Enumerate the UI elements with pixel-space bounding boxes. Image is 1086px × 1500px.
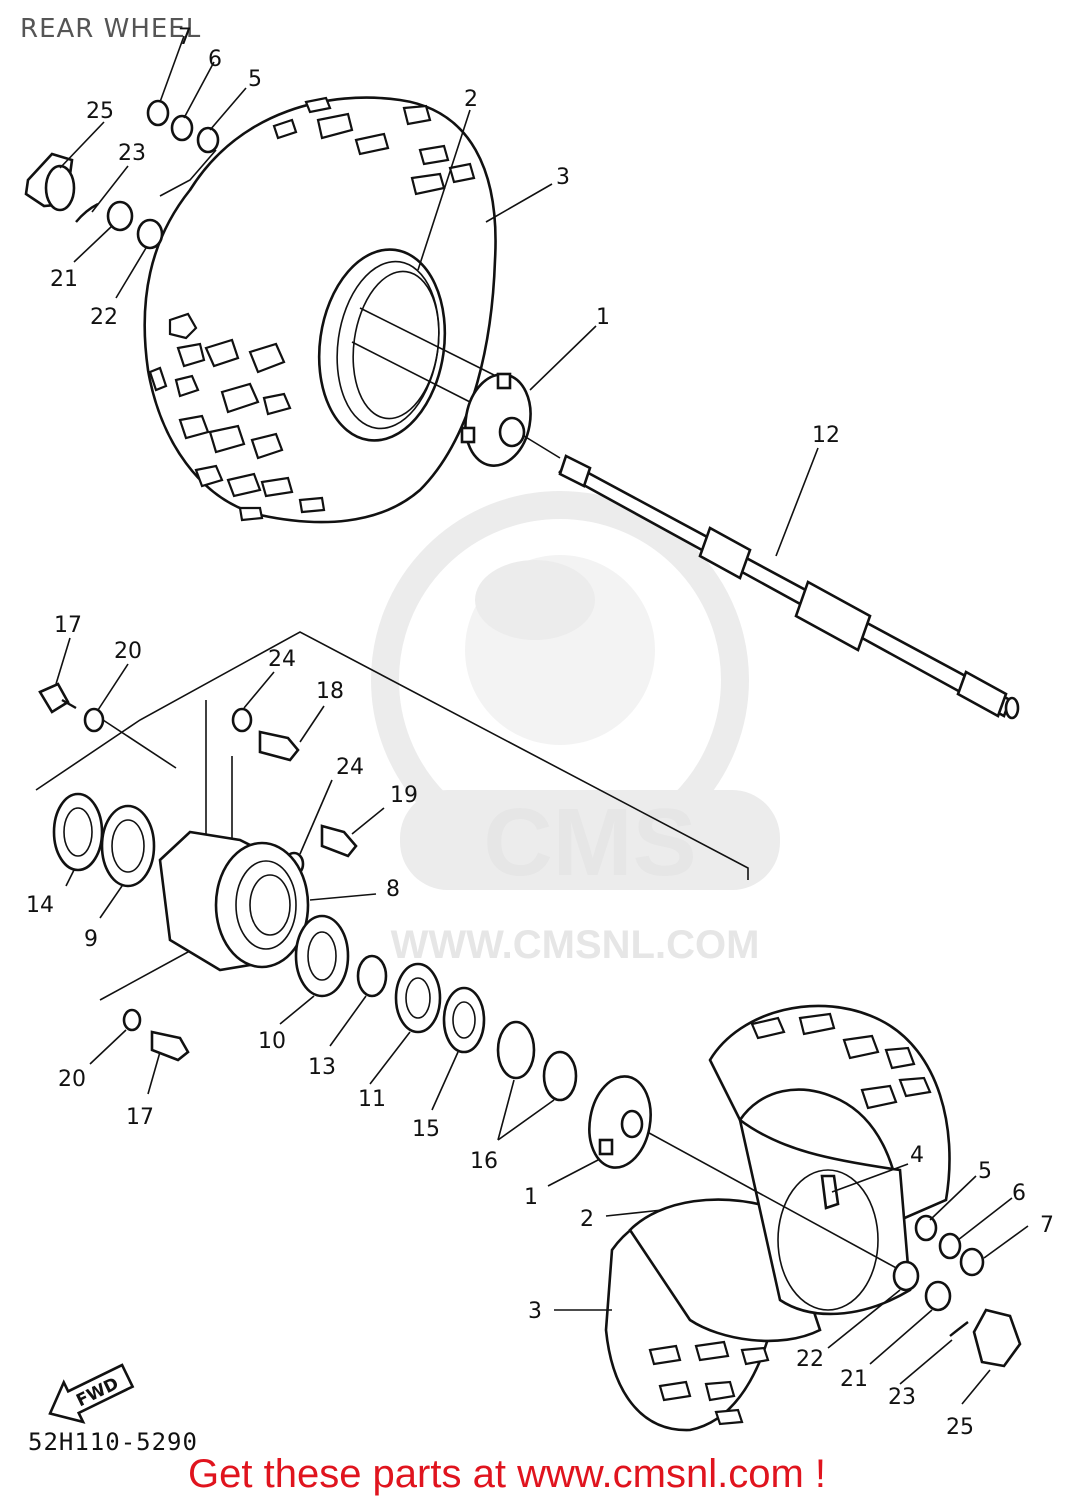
- label-21-upper: 21: [50, 267, 78, 292]
- label-23-lower: 23: [888, 1385, 916, 1410]
- washer-24-a: [231, 707, 253, 733]
- bolt-18: [258, 730, 300, 762]
- watermark-brand: CMS: [483, 789, 696, 896]
- tire-tread-upper: [148, 312, 326, 522]
- label-13: 13: [308, 1055, 336, 1080]
- washer-5-lower: [914, 1214, 938, 1242]
- label-4: 4: [910, 1143, 924, 1168]
- label-1-upper: 1: [596, 305, 610, 330]
- label-5-lower: 5: [978, 1159, 992, 1184]
- nut-7-upper: [146, 99, 170, 127]
- part-labels: 7 6 5 25 23 21 22 2 3 1 12 17 20 24 18 2…: [26, 25, 1054, 1440]
- label-18: 18: [316, 679, 344, 704]
- nut-7-lower: [959, 1247, 985, 1277]
- label-24-a: 24: [268, 647, 296, 672]
- fwd-arrow: FWD: [48, 1363, 135, 1424]
- leader-lines: [55, 35, 1029, 1405]
- label-25-lower: 25: [946, 1415, 974, 1440]
- washer-22-upper: [136, 218, 164, 250]
- label-16: 16: [470, 1149, 498, 1174]
- label-2-upper: 2: [464, 87, 478, 112]
- hub-upper: [460, 372, 532, 467]
- oil-seal-14: [52, 792, 104, 872]
- housing-flange: [214, 841, 310, 969]
- washer-20-upper: [83, 707, 105, 733]
- bearing-11: [394, 962, 442, 1034]
- label-5-upper: 5: [248, 67, 262, 92]
- washer-20-lower: [122, 1008, 142, 1032]
- washer-22-lower: [892, 1260, 920, 1292]
- diagram-title: REAR WHEEL: [20, 14, 202, 44]
- pin-23-upper: [75, 202, 99, 223]
- rear-axle: [523, 435, 1020, 720]
- label-9: 9: [84, 927, 98, 952]
- bearing-9: [100, 804, 156, 888]
- label-1-lower: 1: [524, 1185, 538, 1210]
- label-8: 8: [386, 877, 400, 902]
- washer-6-upper: [170, 114, 194, 142]
- cmsnl-watermark: CMS WWW.CMSNL.COM: [371, 491, 780, 967]
- rim-lower-inner: [737, 1116, 912, 1316]
- label-22-lower: 22: [796, 1347, 824, 1372]
- label-17-lower: 17: [126, 1105, 154, 1130]
- washer-6-lower: [938, 1232, 962, 1260]
- collar-13: [356, 954, 388, 998]
- lower-wheel: [588, 1004, 1022, 1432]
- oil-seal-16-a: [496, 1020, 536, 1080]
- label-22-upper: 22: [90, 305, 118, 330]
- label-19: 19: [390, 783, 418, 808]
- valve-4: [820, 1174, 840, 1210]
- washer-5-upper: [196, 126, 220, 154]
- label-17-upper: 17: [54, 613, 82, 638]
- label-11: 11: [358, 1087, 386, 1112]
- pin-23-lower: [949, 1321, 969, 1337]
- upper-wheel: [143, 96, 532, 524]
- label-12: 12: [812, 423, 840, 448]
- label-3-lower: 3: [528, 1299, 542, 1324]
- hub-lower: [588, 1075, 652, 1169]
- label-23-upper: 23: [118, 141, 146, 166]
- oil-seal-16-b: [542, 1050, 578, 1102]
- bolt-17-lower: [150, 1030, 190, 1062]
- oil-seal-15: [442, 986, 486, 1054]
- bolt-19: [320, 824, 358, 858]
- label-3-upper: 3: [556, 165, 570, 190]
- label-6-lower: 6: [1012, 1181, 1026, 1206]
- label-2-lower: 2: [580, 1207, 594, 1232]
- cap-25-lower: [972, 1308, 1022, 1368]
- nut-21-upper: [106, 200, 134, 232]
- diagram-code: 52H110-5290: [28, 1428, 198, 1456]
- watermark-url: WWW.CMSNL.COM: [391, 923, 760, 967]
- bearing-10: [294, 914, 350, 998]
- label-15: 15: [412, 1117, 440, 1142]
- label-20-lower: 20: [58, 1067, 86, 1092]
- hub-housing-assembly: [35, 631, 749, 1102]
- bolt-17-upper: [38, 682, 70, 714]
- label-14: 14: [26, 893, 54, 918]
- label-25-upper: 25: [86, 99, 114, 124]
- label-20-upper: 20: [114, 639, 142, 664]
- label-24-b: 24: [336, 755, 364, 780]
- label-10: 10: [258, 1029, 286, 1054]
- label-21-lower: 21: [840, 1367, 868, 1392]
- label-7-lower: 7: [1040, 1213, 1054, 1238]
- label-7-upper: 7: [178, 25, 192, 50]
- label-6-upper: 6: [208, 47, 222, 72]
- nut-21-lower: [924, 1280, 952, 1312]
- parts-banner-link[interactable]: Get these parts at www.cmsnl.com !: [188, 1452, 826, 1496]
